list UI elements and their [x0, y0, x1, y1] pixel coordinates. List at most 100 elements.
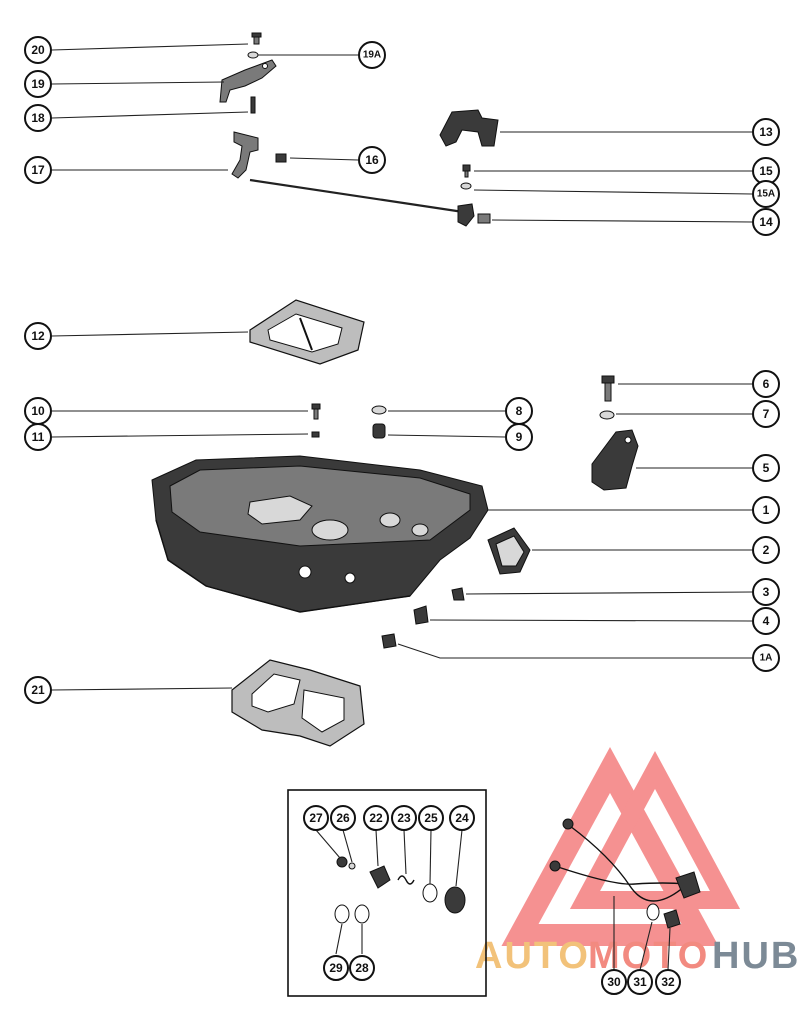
- callout-14: 14: [752, 208, 780, 236]
- part-clip-3: [451, 587, 465, 601]
- part-screw-20: [251, 32, 262, 45]
- callout-label: 17: [31, 163, 45, 177]
- part-screw-10: [311, 403, 321, 420]
- callout-label: 22: [369, 811, 383, 825]
- callout-label: 20: [31, 43, 45, 57]
- part-clip-1a: [381, 633, 397, 649]
- watermark-moto: MOTO: [588, 935, 709, 977]
- callout-label: 1: [763, 503, 770, 517]
- callout-label: 28: [355, 961, 369, 975]
- callout-label: 12: [31, 329, 45, 343]
- part-washer-19a: [247, 51, 259, 59]
- callout-label: 15: [759, 164, 773, 178]
- callout-label: 25: [424, 811, 438, 825]
- callout-11: 11: [24, 423, 52, 451]
- callout-label: 26: [336, 811, 350, 825]
- callout-24: 24: [449, 805, 475, 831]
- callout-label: 1A: [760, 653, 773, 664]
- callout-label: 13: [759, 125, 773, 139]
- part-link-rod-14: [249, 178, 491, 227]
- part-lever-17: [231, 131, 259, 179]
- callout-19a: 19A: [358, 41, 386, 69]
- callout-13: 13: [752, 118, 780, 146]
- callout-label: 2: [763, 543, 770, 557]
- callout-19: 19: [24, 70, 52, 98]
- part-bracket-13: [439, 109, 499, 147]
- part-bracket-19: [219, 59, 277, 103]
- callout-label: 21: [31, 683, 45, 697]
- callout-17: 17: [24, 156, 52, 184]
- callout-9: 9: [505, 423, 533, 451]
- callout-label: 31: [633, 975, 647, 989]
- callout-5: 5: [752, 454, 780, 482]
- callout-32: 32: [655, 969, 681, 995]
- callout-20: 20: [24, 36, 52, 64]
- callout-label: 29: [329, 961, 343, 975]
- part-gasket-21: [231, 659, 365, 747]
- callout-label: 8: [516, 404, 523, 418]
- callout-30: 30: [601, 969, 627, 995]
- part-nut-31: [646, 903, 660, 921]
- callout-27: 27: [303, 805, 329, 831]
- callout-1: 1: [752, 496, 780, 524]
- callout-label: 6: [763, 377, 770, 391]
- part-bottom-cowl-1: [151, 455, 489, 613]
- part-nut-11: [311, 431, 320, 438]
- part-pin-18: [250, 96, 256, 114]
- callout-28: 28: [349, 955, 375, 981]
- callout-3: 3: [752, 578, 780, 606]
- callout-label: 30: [607, 975, 621, 989]
- callout-7: 7: [752, 400, 780, 428]
- part-clip-4: [413, 605, 429, 625]
- callout-label: 11: [32, 430, 45, 444]
- callout-25: 25: [418, 805, 444, 831]
- part-washer-7: [599, 410, 615, 420]
- callout-label: 16: [365, 153, 379, 167]
- inset-box: [287, 789, 487, 997]
- callout-31: 31: [627, 969, 653, 995]
- part-bolt-6: [601, 375, 615, 402]
- callout-15a: 15A: [752, 180, 780, 208]
- callout-21: 21: [24, 676, 52, 704]
- callout-23: 23: [391, 805, 417, 831]
- callout-22: 22: [363, 805, 389, 831]
- watermark-triangle-logo: [501, 747, 741, 946]
- callout-label: 18: [31, 111, 45, 125]
- callout-label: 7: [763, 407, 770, 421]
- part-grommet-2: [487, 527, 531, 575]
- callout-10: 10: [24, 397, 52, 425]
- callout-label: 5: [763, 461, 770, 475]
- callout-1a: 1A: [752, 644, 780, 672]
- inset-parts: [334, 856, 466, 924]
- part-washer-15a: [460, 182, 472, 190]
- callout-label: 32: [661, 975, 675, 989]
- callout-15: 15: [752, 157, 780, 185]
- part-bracket-5: [591, 429, 639, 491]
- callout-label: 4: [763, 614, 770, 628]
- part-washer-8: [371, 405, 387, 415]
- callout-26: 26: [330, 805, 356, 831]
- callout-label: 10: [31, 404, 45, 418]
- callout-label: 27: [309, 811, 323, 825]
- leader-lines: [51, 43, 753, 971]
- part-nut-32: [663, 909, 681, 929]
- callout-label: 24: [455, 811, 469, 825]
- callout-label: 9: [516, 430, 523, 444]
- callout-16: 16: [358, 146, 386, 174]
- callout-29: 29: [323, 955, 349, 981]
- callout-label: 19: [31, 77, 45, 91]
- part-bushing-9: [372, 423, 386, 439]
- callout-label: 14: [759, 215, 773, 229]
- callout-label: 15A: [757, 189, 775, 200]
- callout-2: 2: [752, 536, 780, 564]
- part-screw-15: [462, 164, 471, 178]
- callout-8: 8: [505, 397, 533, 425]
- part-nut-16: [275, 153, 287, 163]
- part-harness-30: [549, 818, 701, 902]
- callout-label: 3: [763, 585, 770, 599]
- callout-6: 6: [752, 370, 780, 398]
- part-gasket-12: [249, 299, 365, 365]
- callout-label: 23: [397, 811, 411, 825]
- watermark-auto: AUTO: [475, 935, 590, 977]
